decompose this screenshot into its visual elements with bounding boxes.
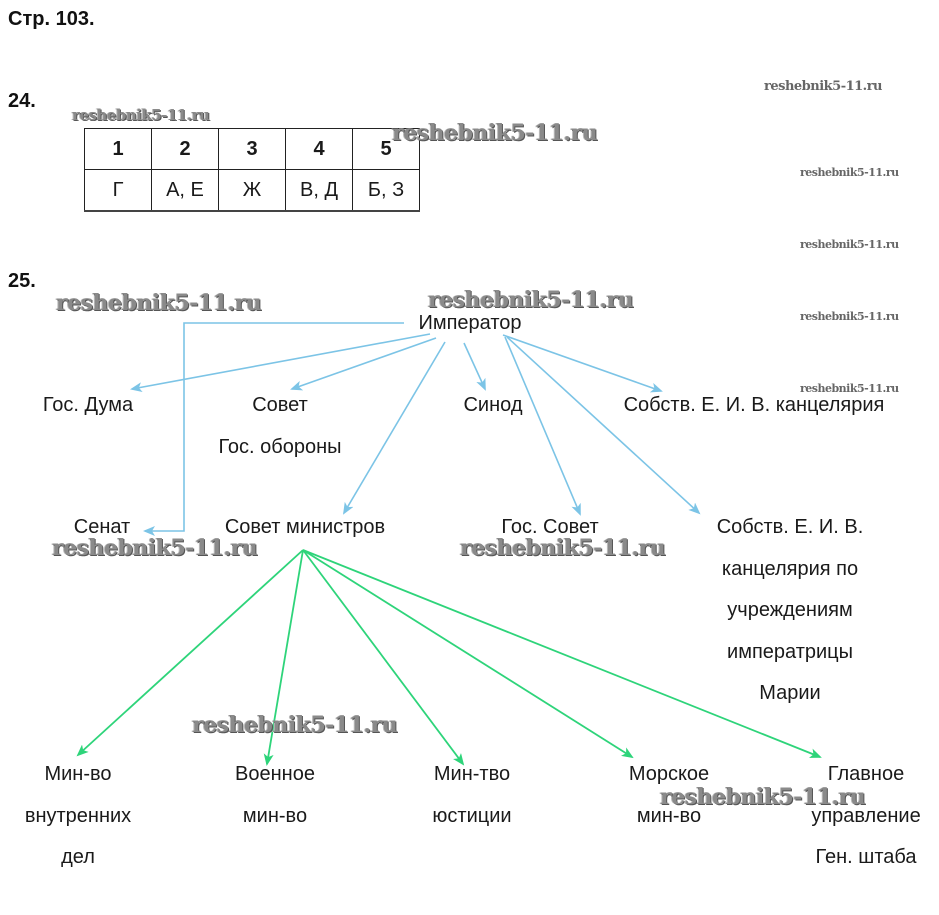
- arrow-council-ministers-to-justice: [302, 549, 465, 766]
- node-label: Мин-во: [44, 763, 112, 785]
- task-25-number: 25.: [8, 270, 36, 292]
- arrow-emperor-to-chancellery: [502, 334, 663, 393]
- arrow-emperor-to-duma: [130, 333, 431, 393]
- node-label: Главное: [827, 763, 905, 785]
- arrow-council-ministers-to-interior: [76, 549, 304, 757]
- node-label: канцелярия по: [721, 557, 859, 580]
- node-war-ministry: Военное мин-во: [215, 754, 335, 837]
- node-label: Морское: [628, 763, 710, 785]
- table-cell: Ж: [218, 169, 286, 212]
- node-state-council: Гос. Совет: [480, 507, 620, 549]
- arrow-council-ministers-to-navy: [302, 549, 634, 759]
- node-label: Собств. Е. И. В.: [716, 516, 864, 538]
- watermark: reshebnik5-11.ru: [764, 79, 883, 94]
- node-label: юстиции: [432, 804, 512, 827]
- node-state-duma: Гос. Дума: [28, 385, 148, 427]
- table-cell: А, Е: [151, 169, 219, 212]
- node-council-of-ministers: Совет министров: [200, 507, 410, 549]
- arrow-emperor-to-defense-council: [290, 337, 437, 391]
- watermark: reshebnik5-11.ru: [428, 287, 634, 313]
- watermark: reshebnik5-11.ru: [52, 535, 258, 561]
- node-navy-ministry: Морское мин-во: [609, 754, 729, 837]
- node-label: Гос. обороны: [218, 435, 342, 458]
- node-label: Синод: [463, 394, 523, 416]
- node-label: Собств. Е. И. В. канцелярия: [623, 394, 885, 416]
- arrow-emperor-to-senate: [143, 322, 404, 536]
- watermark: reshebnik5-11.ru: [660, 784, 866, 810]
- watermark: reshebnik5-11.ru: [800, 310, 899, 323]
- watermark: reshebnik5-11.ru: [800, 238, 899, 251]
- watermark: reshebnik5-11.ru: [192, 712, 398, 738]
- node-label: Военное: [235, 763, 315, 785]
- watermark: reshebnik5-11.ru: [72, 106, 210, 124]
- table-row: Г А, Е Ж В, Д Б, З: [84, 169, 420, 212]
- table-header-cell: 4: [285, 128, 353, 170]
- node-general-staff: Главное управление Ген. штаба: [796, 754, 936, 879]
- node-label: мин-во: [636, 804, 702, 827]
- node-synod: Синод: [448, 385, 538, 427]
- watermark: reshebnik5-11.ru: [800, 166, 899, 179]
- watermark: reshebnik5-11.ru: [460, 535, 666, 561]
- node-chancellery: Собств. Е. И. В. канцелярия: [594, 385, 914, 427]
- arrow-council-ministers-to-general-staff: [302, 549, 822, 758]
- watermark: reshebnik5-11.ru: [56, 290, 262, 316]
- node-label: Совет министров: [224, 516, 386, 538]
- node-label: Гос. Дума: [42, 394, 134, 416]
- table-cell: В, Д: [285, 169, 353, 212]
- node-label: Сенат: [73, 516, 131, 538]
- node-interior-ministry: Мин-во внутренних дел: [8, 754, 148, 879]
- table-header-row: 1 2 3 4 5: [84, 128, 420, 170]
- node-emperor: Император: [400, 303, 540, 345]
- arrow-emperor-to-state-council: [504, 336, 581, 516]
- node-label: Гос. Совет: [501, 516, 599, 538]
- table-header-cell: 5: [352, 128, 420, 170]
- node-label: Ген. штаба: [815, 846, 917, 868]
- arrow-emperor-to-maria-chancellery: [506, 336, 701, 515]
- node-label: учреждениям: [727, 599, 853, 621]
- node-label: Совет: [252, 394, 308, 416]
- node-label: императрицы: [727, 640, 853, 663]
- watermark: reshebnik5-11.ru: [392, 120, 598, 146]
- node-label: Император: [418, 312, 522, 334]
- table-cell: Б, З: [352, 169, 420, 212]
- node-maria-chancellery: Собств. Е. И. В. канцелярия по учреждени…: [690, 507, 890, 715]
- page-heading: Стр. 103.: [8, 8, 95, 30]
- arrow-emperor-to-council-ministers: [342, 341, 446, 515]
- arrow-council-ministers-to-war: [263, 549, 304, 766]
- node-label: Марии: [759, 682, 821, 704]
- node-label: дел: [61, 846, 95, 868]
- node-defense-council: Совет Гос. обороны: [205, 385, 355, 468]
- watermark: reshebnik5-11.ru: [800, 382, 899, 395]
- node-label: управление: [811, 804, 921, 827]
- node-label: Мин-тво: [433, 763, 511, 785]
- arrow-emperor-to-synod: [463, 342, 486, 391]
- node-label: внутренних: [24, 804, 132, 827]
- node-senate: Сенат: [62, 507, 142, 549]
- task-24-number: 24.: [8, 90, 36, 112]
- node-justice-ministry: Мин-тво юстиции: [412, 754, 532, 837]
- answers-table: 1 2 3 4 5 Г А, Е Ж В, Д Б, З: [84, 128, 420, 212]
- node-label: мин-во: [242, 804, 308, 827]
